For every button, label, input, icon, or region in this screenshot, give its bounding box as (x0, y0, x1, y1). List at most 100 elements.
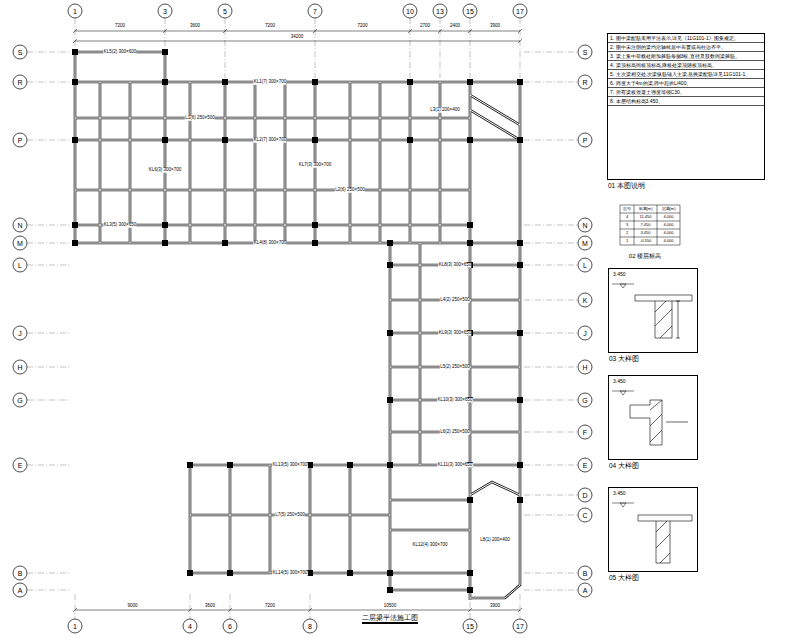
section-detail (635, 295, 692, 338)
beam-label: L6(2) 250×500 (440, 430, 470, 435)
axis-letter: S (17, 49, 23, 56)
table-cell: 4.000 (663, 215, 674, 219)
column-detail (638, 515, 692, 563)
axis-number: 5 (223, 8, 228, 15)
beam-label: KL10(3) 300×650 (437, 398, 473, 403)
dimension: 34200 (290, 35, 304, 40)
caption: 02 楼层标高 (628, 253, 661, 259)
note-text: 5. 主次梁相交处,次梁纵筋锚入主梁,悬挑梁配筋详见11G101-1。 (608, 70, 764, 79)
beam-label: L5(2) 250×500 (440, 365, 470, 370)
axis-number: 1 (73, 8, 78, 15)
axis-letter: H (582, 364, 588, 371)
beam-label: KL7(3) 300×700 (298, 163, 331, 168)
axis-letter: D (582, 492, 588, 499)
dimension: 3900 (489, 604, 500, 609)
beam-core (75, 52, 520, 600)
axis-number: 15 (466, 623, 475, 630)
axis-bubble (13, 4, 592, 633)
detail-box: 3.45005 大样图 (608, 487, 698, 572)
box-heading: 05 大样图 (609, 574, 639, 581)
axis-letter: A (17, 587, 23, 594)
table-cell: 4.000 (663, 231, 674, 235)
axis-number: 13 (436, 8, 445, 15)
axis-letter: P (17, 137, 23, 144)
dimension: 9000 (127, 604, 138, 609)
beam-label: KL13(5) 300×700 (272, 463, 308, 468)
axis-letter: N (582, 222, 588, 229)
note-text: 1. 图中梁配筋采用平法表示,详见《11G101-1》图集规定。 (608, 34, 764, 43)
axis-letter: M (17, 240, 24, 247)
axis-number: 4 (188, 623, 193, 630)
beam-label: L7(5) 250×500 (275, 513, 305, 518)
dimension: 7200 (264, 24, 275, 29)
dimension: 7200 (357, 24, 368, 29)
note-text: 3. 梁上集中荷载处附加箍筋每侧3根,直径及肢数同梁箍筋。 (608, 52, 764, 61)
dimension: 3600 (189, 24, 200, 29)
grid-line (27, 18, 578, 619)
axis-letter: B (17, 570, 23, 577)
beam-label: L3(1) 200×400 (430, 108, 460, 113)
dimension: 3900 (489, 24, 500, 29)
beam-label: L4(2) 250×500 (440, 298, 470, 303)
table-cell: 4.000 (663, 223, 674, 227)
elevation-mark (612, 284, 634, 507)
axis-letter: R (582, 79, 588, 86)
dimension: 7200 (264, 604, 275, 609)
table-cell: 层号 (623, 207, 632, 211)
table-cell: 标高(m) (638, 207, 653, 211)
dimension-line (73, 29, 522, 612)
axis-letter: R (17, 79, 23, 86)
axis-letter: E (17, 462, 23, 469)
detail-box: 3.45004 大样图 (608, 375, 698, 460)
axis-letter: P (582, 137, 588, 144)
note-text: 8. 本层结构标高3.450。 (608, 97, 764, 106)
table-cell: 1 (625, 239, 628, 243)
beam-label: KL1(7) 300×700 (253, 80, 286, 85)
box-heading: 01 本图说明 (608, 182, 645, 189)
beam-label: KL9(3) 300×650 (438, 331, 471, 336)
table-cell: 4.000 (663, 239, 674, 243)
beam-label: L8(1) 200×400 (480, 538, 510, 543)
note-text: 7. 所有梁板混凝土强度等级C30。 (608, 88, 764, 97)
axis-number: 6 (228, 623, 233, 630)
axis-letter: A (582, 587, 588, 594)
axis-letter: J (583, 330, 588, 337)
table-cell: 3 (625, 223, 628, 227)
elevation-text: 3.450 (613, 379, 626, 384)
axis-number: 17 (516, 623, 525, 630)
beam-label: L1(6) 250×500 (185, 116, 215, 121)
elevation-text: 3.450 (613, 272, 626, 277)
column (72, 49, 523, 593)
drawing-title: 二层梁平法施工图 (362, 614, 418, 624)
detail-box: 3.45003 大样图 (608, 268, 698, 353)
note-text: 4. 梁顶标高同板顶标高,降板处梁顶随板顶标高。 (608, 61, 764, 70)
axis-letter: L (583, 262, 588, 269)
axis-number: 8 (308, 623, 313, 630)
box-heading: 03 大样图 (609, 355, 639, 362)
axis-letter: L (18, 262, 23, 269)
table-cell: -0.550 (639, 239, 651, 243)
axis-number: 17 (516, 8, 525, 15)
axis-letter: S (582, 49, 588, 56)
beam-label: KL4(8) 300×700 (253, 241, 286, 246)
notes-panel: 1. 图中梁配筋采用平法表示,详见《11G101-1》图集规定。2. 图中未注明… (607, 33, 765, 180)
beam-label: KL11(3) 300×650 (437, 463, 473, 468)
axis-letter: B (582, 570, 588, 577)
axis-letter: H (17, 364, 23, 371)
table-cell: 7.450 (640, 223, 651, 227)
dimension: 2400 (449, 24, 460, 29)
axis-number: 10 (406, 8, 415, 15)
note-text: 2. 图中未注明的梁均沿轴线居中布置或与柱边齐平。 (608, 43, 764, 52)
table-cell: 层高(m) (661, 207, 676, 211)
dimension: 7200 (114, 24, 125, 29)
beam-label: KL8(3) 300×650 (438, 263, 471, 268)
axis-number: 1 (73, 623, 78, 630)
axis-letter: J (18, 330, 23, 337)
note-text: 6. 跨度大于4m的梁,跨中起拱L/400。 (608, 79, 764, 88)
axis-letter: E (582, 462, 588, 469)
axis-number: 15 (466, 8, 475, 15)
axis-number: 3 (163, 8, 168, 15)
beam-label: KL6(3) 300×700 (148, 168, 181, 173)
